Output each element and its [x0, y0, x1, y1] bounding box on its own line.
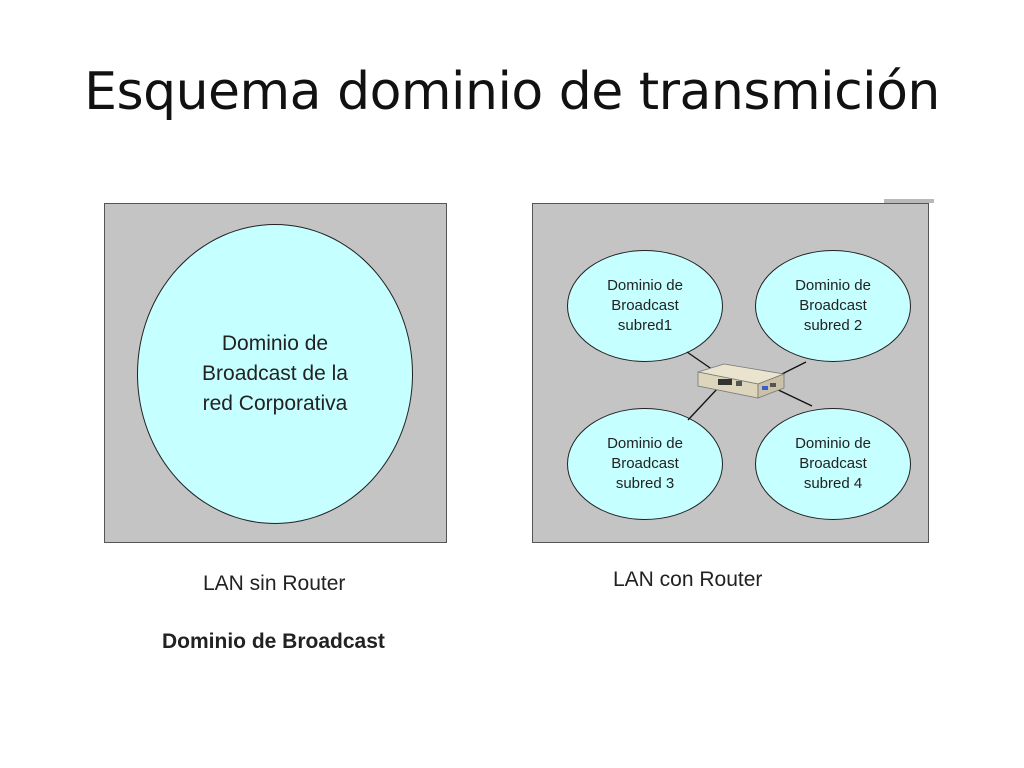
broadcast-domain-subnet-2: Dominio de Broadcast subred 2 — [755, 250, 911, 362]
subnet-3-label: Dominio de Broadcast subred 3 — [607, 435, 683, 492]
caption-dominio-broadcast: Dominio de Broadcast — [162, 630, 385, 653]
slide-title: Esquema dominio de transmición — [84, 62, 940, 122]
corner-mark — [884, 199, 934, 203]
caption-lan-con-router: LAN con Router — [613, 568, 763, 591]
router-icon — [697, 363, 786, 399]
broadcast-domain-subnet-4: Dominio de Broadcast subred 4 — [755, 408, 911, 520]
link-subnet-3 — [687, 387, 719, 421]
caption-lan-sin-router: LAN sin Router — [203, 572, 346, 595]
broadcast-domain-subnet-3: Dominio de Broadcast subred 3 — [567, 408, 723, 520]
subnet-1-label: Dominio de Broadcast subred1 — [607, 277, 683, 334]
broadcast-domain-corporate-label: Dominio de Broadcast de la red Corporati… — [202, 332, 348, 415]
subnet-4-label: Dominio de Broadcast subred 4 — [795, 435, 871, 492]
broadcast-domain-subnet-1: Dominio de Broadcast subred1 — [567, 250, 723, 362]
broadcast-domain-corporate: Dominio de Broadcast de la red Corporati… — [137, 224, 413, 524]
subnet-2-label: Dominio de Broadcast subred 2 — [795, 277, 871, 334]
